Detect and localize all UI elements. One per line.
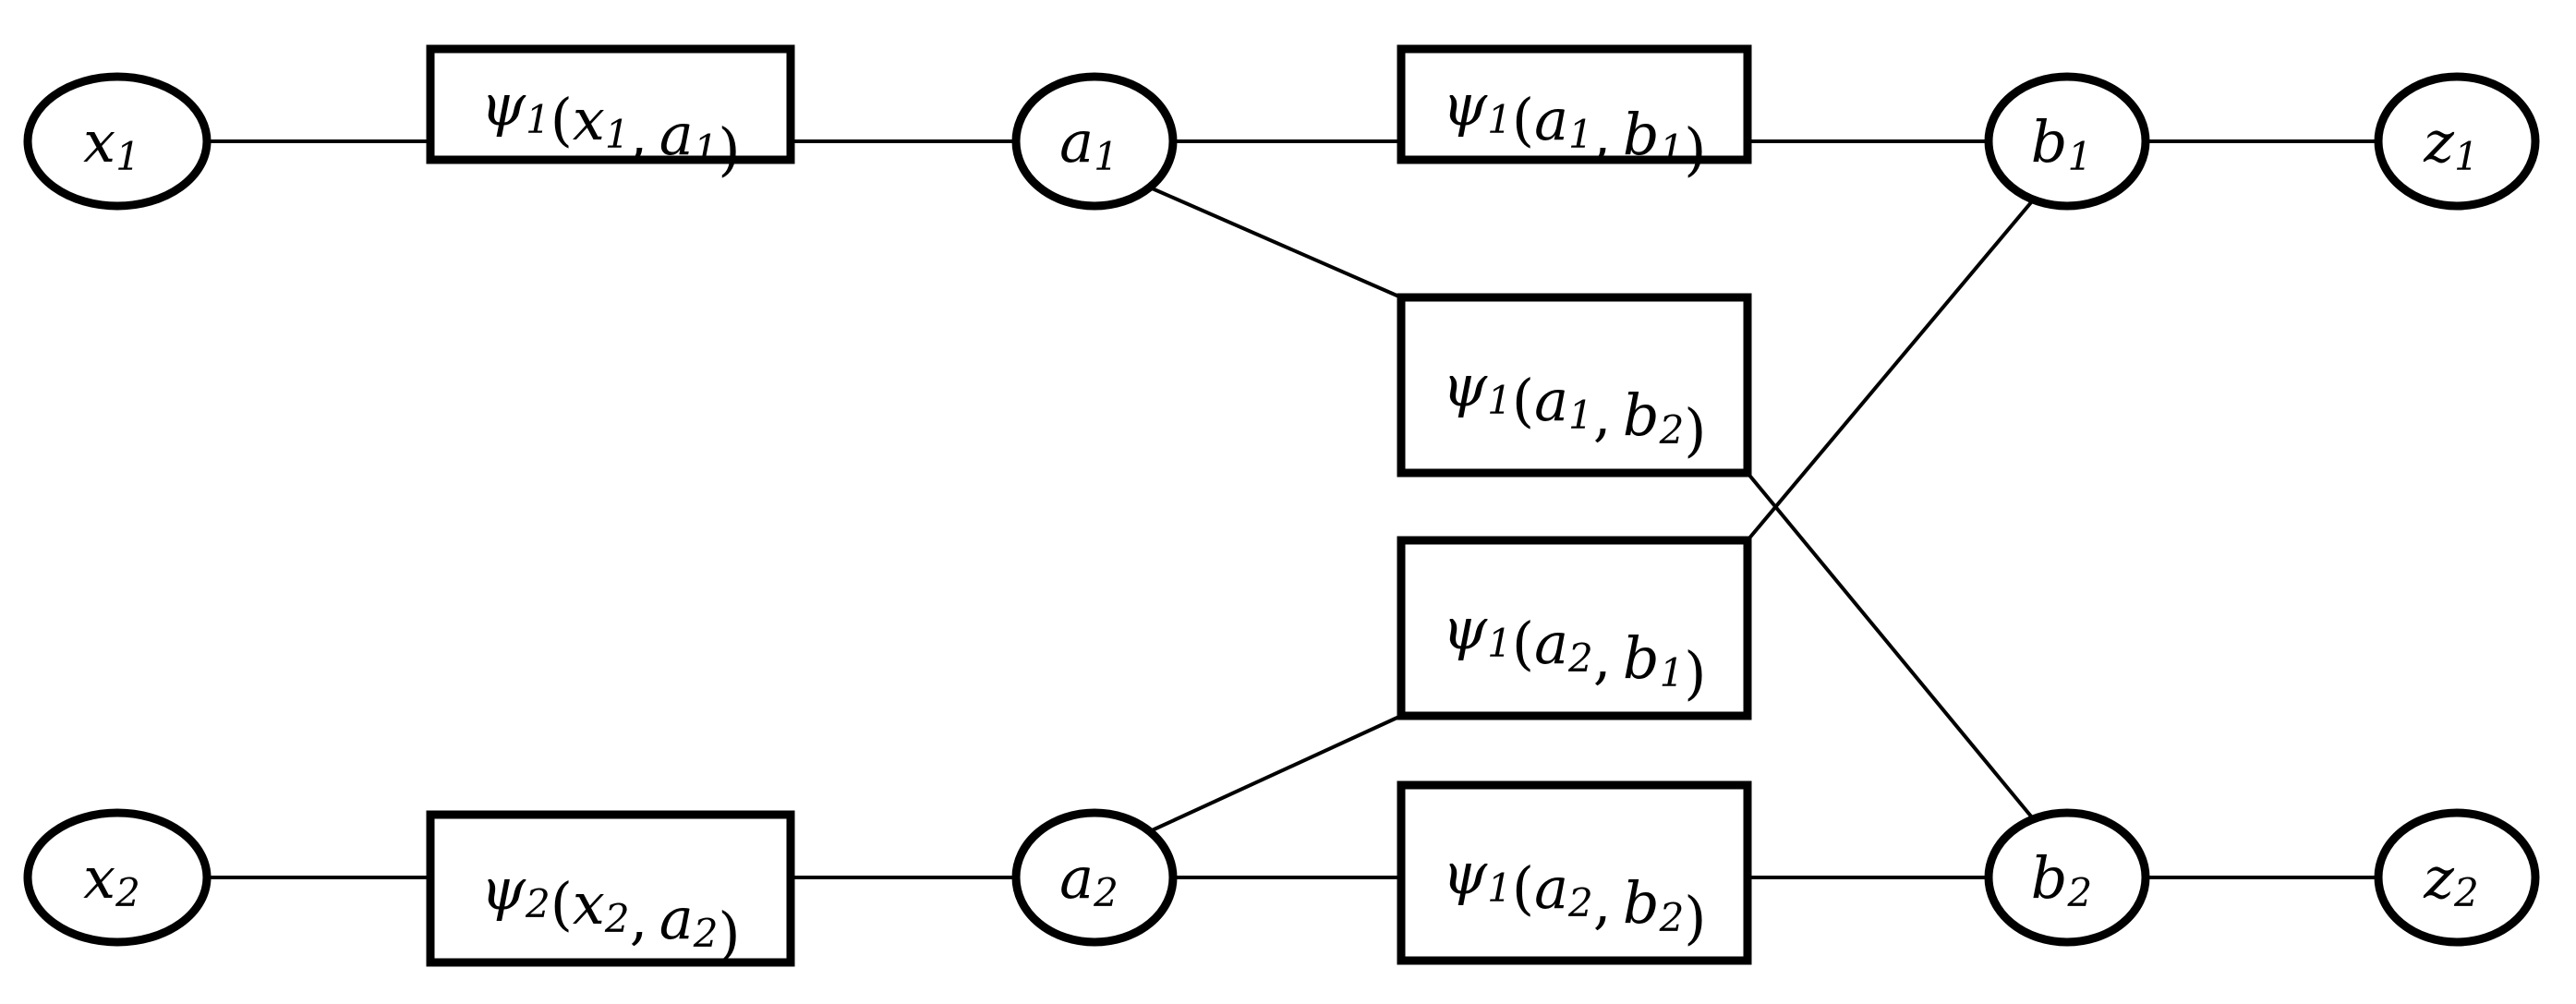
variable-node-label: a1 — [1059, 108, 1119, 179]
factor-node-label: ψ1(a1, b2) — [1443, 352, 1707, 464]
variable-node-z1[interactable]: z1 — [2374, 72, 2540, 211]
factor-node-psi2_x2_a2[interactable]: ψ2(x2, a2) — [426, 810, 795, 967]
factor-node-box — [1397, 44, 1752, 164]
variable-node-circle — [2374, 808, 2540, 947]
edges-layer — [207, 139, 2378, 879]
variable-node-label: x1 — [83, 108, 140, 179]
variable-node-x2[interactable]: x2 — [23, 808, 212, 947]
variable-node-label: z2 — [2423, 844, 2478, 915]
variable-node-label: b2 — [2031, 844, 2092, 915]
factor-node-box — [1397, 780, 1752, 965]
factor-node-label: ψ1(x1, a1) — [480, 71, 740, 183]
variable-node-label: z1 — [2423, 108, 2478, 179]
factor-node-box — [1397, 293, 1752, 478]
variable-node-circle — [2374, 72, 2540, 211]
variable-node-x1[interactable]: x1 — [23, 72, 212, 211]
variable-node-a1[interactable]: a1 — [1011, 72, 1178, 211]
edge-a1-to-psi1_a1_b2 — [1149, 186, 1402, 299]
variable-node-circle — [23, 72, 212, 211]
variable-node-label: b1 — [2031, 108, 2092, 179]
variable-node-circle — [23, 808, 212, 947]
factor-node-label: ψ1(a1, b1) — [1443, 71, 1707, 183]
factor-node-box — [426, 810, 795, 967]
variable-node-circle — [1011, 808, 1178, 947]
variable-node-circle — [1011, 72, 1178, 211]
factor-node-box — [426, 44, 795, 164]
factor-node-box — [1397, 536, 1752, 720]
variable-node-label: a2 — [1059, 844, 1119, 915]
factor-node-label: ψ1(a2, b1) — [1443, 595, 1707, 707]
edge-psi1_a1_b2-to-b2 — [1746, 471, 2034, 819]
edge-a2-to-psi1_a2_b1 — [1149, 714, 1402, 833]
edge-psi1_a2_b1-to-b1 — [1746, 200, 2034, 542]
factor-node-psi1_a1_b1[interactable]: ψ1(a1, b1) — [1397, 44, 1752, 183]
factor-node-label: ψ1(a2, b2) — [1443, 840, 1707, 951]
factor-node-psi1_a1_b2[interactable]: ψ1(a1, b2) — [1397, 293, 1752, 478]
variable-nodes-layer: x1 a1 b1 z1 x2 a2 b2 z2 — [23, 72, 2540, 947]
factor-nodes-layer: ψ1(x1, a1) ψ1(a1, b1) ψ1(a1, b2) ψ1(a2, b1)… — [426, 44, 1752, 967]
variable-node-b1[interactable]: b1 — [1984, 72, 2150, 211]
variable-node-label: x2 — [83, 844, 140, 915]
factor-node-psi1_a2_b2[interactable]: ψ1(a2, b2) — [1397, 780, 1752, 965]
variable-node-b2[interactable]: b2 — [1984, 808, 2150, 947]
factor-node-psi1_a2_b1[interactable]: ψ1(a2, b1) — [1397, 536, 1752, 720]
factor-node-label: ψ2(x2, a2) — [480, 855, 740, 967]
variable-node-a2[interactable]: a2 — [1011, 808, 1178, 947]
variable-node-z2[interactable]: z2 — [2374, 808, 2540, 947]
factor-node-psi1_x1_a1[interactable]: ψ1(x1, a1) — [426, 44, 795, 183]
variable-node-circle — [1984, 72, 2150, 211]
variable-node-circle — [1984, 808, 2150, 947]
